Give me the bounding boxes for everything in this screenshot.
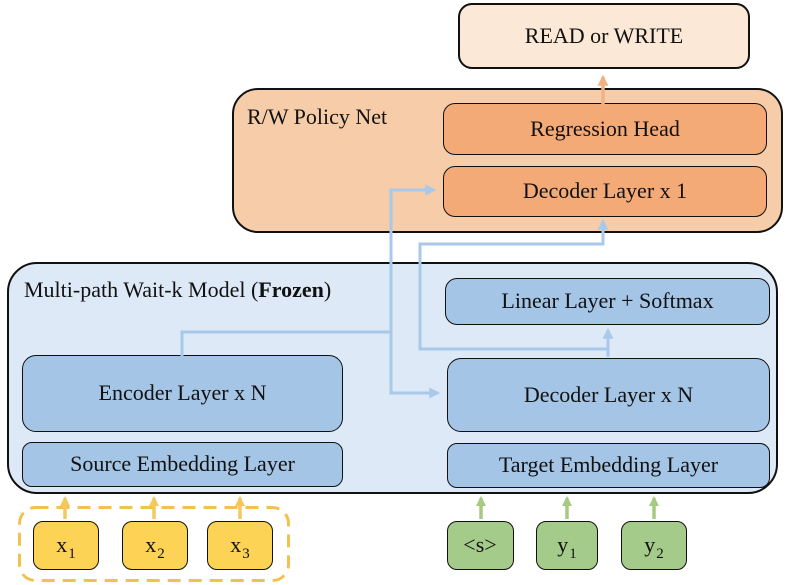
token-y2: y2 [621, 521, 687, 570]
token-y1-label: y1 [557, 532, 577, 562]
token-x2: x2 [122, 521, 188, 570]
read-write-output-box: READ or WRITE [458, 3, 750, 69]
waitk-title-suffix: ) [323, 277, 332, 302]
source-embedding-label: Source Embedding Layer [70, 451, 295, 477]
decoder-layer-label: Decoder Layer x N [523, 381, 694, 407]
target-embedding-label: Target Embedding Layer [498, 452, 719, 478]
token-bos: <s> [447, 521, 514, 570]
token-x1: x1 [33, 521, 99, 570]
policy-decoder-layer-label: Decoder Layer x 1 [522, 178, 688, 204]
read-write-label: READ or WRITE [524, 22, 684, 48]
token-bos-label: <s> [463, 532, 497, 558]
token-y2-label: y2 [644, 532, 664, 562]
token-y1: y1 [536, 521, 598, 570]
regression-head-label: Regression Head [530, 115, 680, 141]
encoder-layer-label: Encoder Layer x N [98, 380, 267, 406]
decoder-layer-box: Decoder Layer x N [447, 358, 770, 432]
policy-decoder-layer-box: Decoder Layer x 1 [443, 166, 767, 217]
token-x3-label: x3 [230, 532, 250, 562]
token-x2-label: x2 [145, 532, 165, 562]
regression-head-box: Regression Head [443, 103, 767, 155]
waitk-title-frozen: Frozen [258, 277, 324, 302]
token-x1-label: x1 [56, 532, 76, 562]
encoder-layer-box: Encoder Layer x N [22, 355, 343, 432]
waitk-model-title: Multi-path Wait-k Model (Frozen) [24, 277, 331, 303]
target-embedding-box: Target Embedding Layer [447, 443, 770, 488]
source-embedding-box: Source Embedding Layer [22, 442, 343, 487]
waitk-title-prefix: Multi-path Wait-k Model ( [24, 277, 259, 302]
linear-softmax-box: Linear Layer + Softmax [445, 278, 770, 325]
policy-net-title: R/W Policy Net [247, 104, 388, 129]
linear-softmax-label: Linear Layer + Softmax [501, 288, 714, 314]
token-x3: x3 [207, 521, 273, 570]
